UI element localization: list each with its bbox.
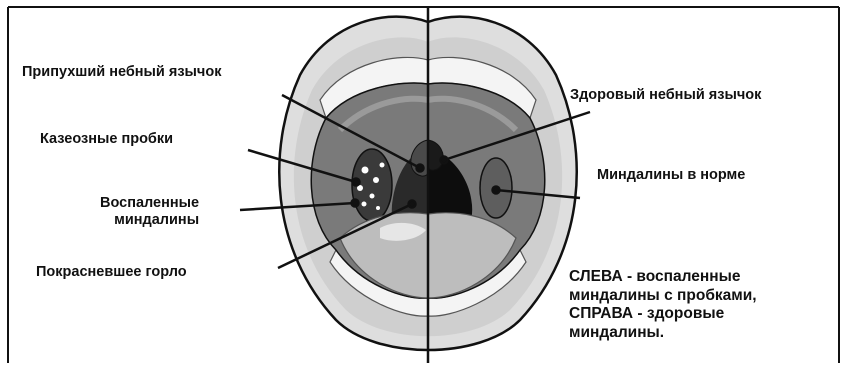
pointer-dot-inflamed-tonsils: [352, 200, 359, 207]
comparison-note: СЛЕВА - воспаленные миндалины с пробками…: [569, 268, 757, 342]
pointer-dot-caseous-plugs: [353, 179, 360, 186]
pointer-dot-healthy-uvula: [441, 157, 448, 164]
mouth-illustration: [279, 7, 576, 363]
label-swollen-uvula: Припухший небный язычок: [22, 64, 221, 81]
pointer-dot-normal-tonsils: [493, 187, 500, 194]
pointer-dot-red-throat: [409, 201, 416, 208]
label-red-throat: Покрасневшее горло: [36, 264, 187, 281]
label-inflamed-tonsils: Воспаленные миндалины: [100, 195, 199, 229]
pointer-dot-swollen-uvula: [417, 165, 424, 172]
label-caseous-plugs: Казеозные пробки: [40, 131, 173, 148]
label-normal-tonsils: Миндалины в норме: [597, 167, 745, 184]
label-healthy-uvula: Здоровый небный язычок: [570, 87, 761, 104]
